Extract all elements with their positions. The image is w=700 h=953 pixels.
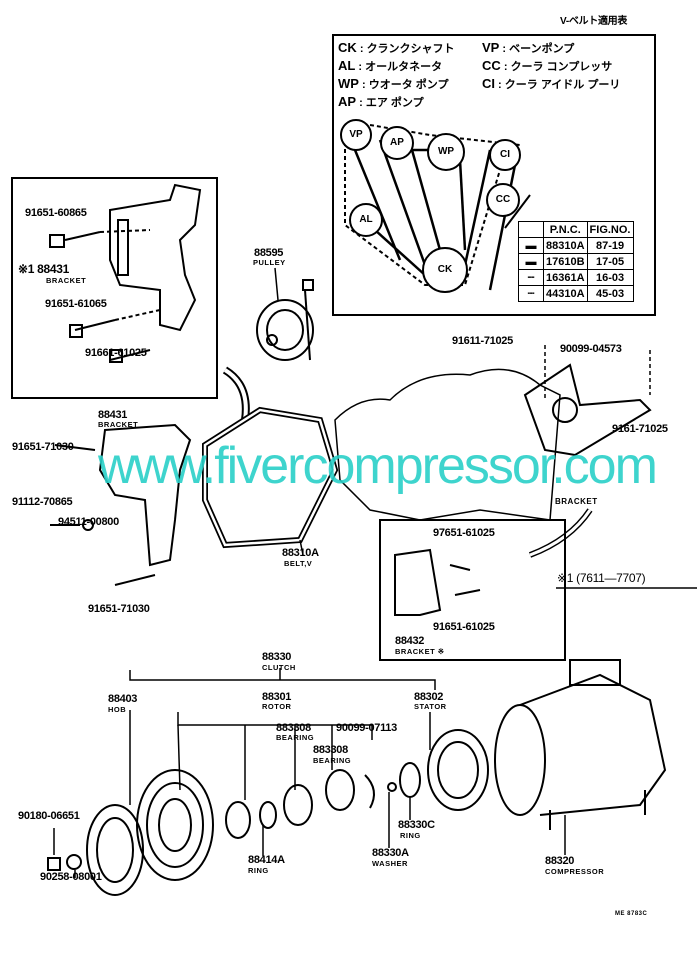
part-label: 90099-04573 <box>560 343 622 355</box>
part-label: 90258-08001 <box>40 871 102 883</box>
part-label: 88595 <box>254 247 284 259</box>
node-ap: AP <box>390 137 404 148</box>
part-label: 88330C <box>398 819 435 831</box>
node-ck: CK <box>437 264 453 275</box>
node-cc: CC <box>495 194 511 205</box>
part-label: 97651-61025 <box>433 527 495 539</box>
part-desc: BRACKET ※ <box>395 647 445 656</box>
part-label: 88414A <box>248 854 285 866</box>
part-desc: COMPRESSOR <box>545 867 605 876</box>
part-label: 88301 <box>262 691 292 703</box>
legend-ck: CK : クランクシャフト <box>338 40 455 55</box>
part-label: 90099-07113 <box>336 722 397 734</box>
part-label: 91651-71030 <box>12 441 74 453</box>
part-label: 91651-71030 <box>88 603 150 615</box>
bracket-lower-drawing <box>98 423 192 567</box>
part-label: 88302 <box>414 691 444 703</box>
part-label: 88310A <box>282 547 319 559</box>
legend-ci: CI : クーラ アイドル プーリ <box>482 76 621 91</box>
table-title: V-ベルト適用表 <box>560 16 628 27</box>
node-vp: VP <box>349 129 363 140</box>
part-desc: BRACKET <box>555 497 598 506</box>
bracket-88431-drawing <box>109 183 202 332</box>
node-al: AL <box>359 214 373 225</box>
part-desc: BEARING <box>276 733 315 742</box>
part-label: 91112-70865 <box>12 496 73 508</box>
belt-routes <box>344 124 521 286</box>
part-desc: BRACKET <box>46 276 87 285</box>
part-label: 883308 <box>276 722 311 734</box>
node-ci: CI <box>500 149 510 160</box>
variant-note: ※1 (7611—7707) <box>557 571 646 585</box>
part-desc: BEARING <box>313 756 352 765</box>
clutch-bracket-line <box>129 668 436 690</box>
part-desc: WASHER <box>372 859 408 868</box>
bracket-88432-drawing <box>394 548 442 616</box>
part-label: 91651-61025 <box>433 621 495 633</box>
belt-legend-box <box>332 34 656 316</box>
clutch-parts-drawing <box>47 659 667 896</box>
part-label: 94511-00800 <box>58 516 119 528</box>
engine-outline <box>334 368 561 521</box>
legend-al: AL : オールタネータ <box>338 58 443 73</box>
part-label: 88330A <box>372 847 409 859</box>
part-label: 91611-71025 <box>452 335 513 347</box>
part-label: 88432 <box>395 635 425 647</box>
part-desc: STATOR <box>414 702 447 711</box>
compressor-bracket-drawing <box>523 363 652 457</box>
reference-code: ME 8783C <box>615 911 648 917</box>
legend-ap: AP : エア ポンプ <box>338 94 424 109</box>
part-label: 91661-61025 <box>85 347 147 359</box>
part-label: 88320 <box>545 855 575 867</box>
part-desc: BRACKET <box>98 420 139 429</box>
part-label: 88431 <box>98 409 128 421</box>
legend-vp: VP : ベーンポンプ <box>482 40 575 55</box>
legend-cc: CC : クーラ コンプレッサ <box>482 58 613 73</box>
part-label: ※1 88431 <box>18 262 70 276</box>
part-label: 88403 <box>108 693 138 705</box>
legend-wp: WP : ウオータ ポンプ <box>338 76 449 91</box>
part-label: 883308 <box>313 744 348 756</box>
part-desc: HOB <box>108 705 127 714</box>
part-label: 88330 <box>262 651 292 663</box>
part-desc: ROTOR <box>262 702 292 711</box>
part-desc: RING <box>400 831 421 840</box>
part-desc: RING <box>248 866 269 875</box>
pulley-88595-drawing <box>256 299 314 361</box>
node-wp: WP <box>437 146 455 157</box>
part-label: 9161-71025 <box>612 423 668 435</box>
part-label: 91651-61065 <box>45 298 107 310</box>
part-label: 91651-60865 <box>25 207 87 219</box>
part-desc: PULLEY <box>253 258 286 267</box>
pulley-nodes <box>340 119 521 293</box>
part-label: 90180-06651 <box>18 810 80 822</box>
bracket-88432-inset-box <box>379 519 566 661</box>
bracket-inset-box <box>11 177 218 399</box>
part-desc: BELT,V <box>284 559 313 568</box>
watermark: www.fivercompressor.com <box>98 437 658 495</box>
part-desc: CLUTCH <box>262 663 296 672</box>
